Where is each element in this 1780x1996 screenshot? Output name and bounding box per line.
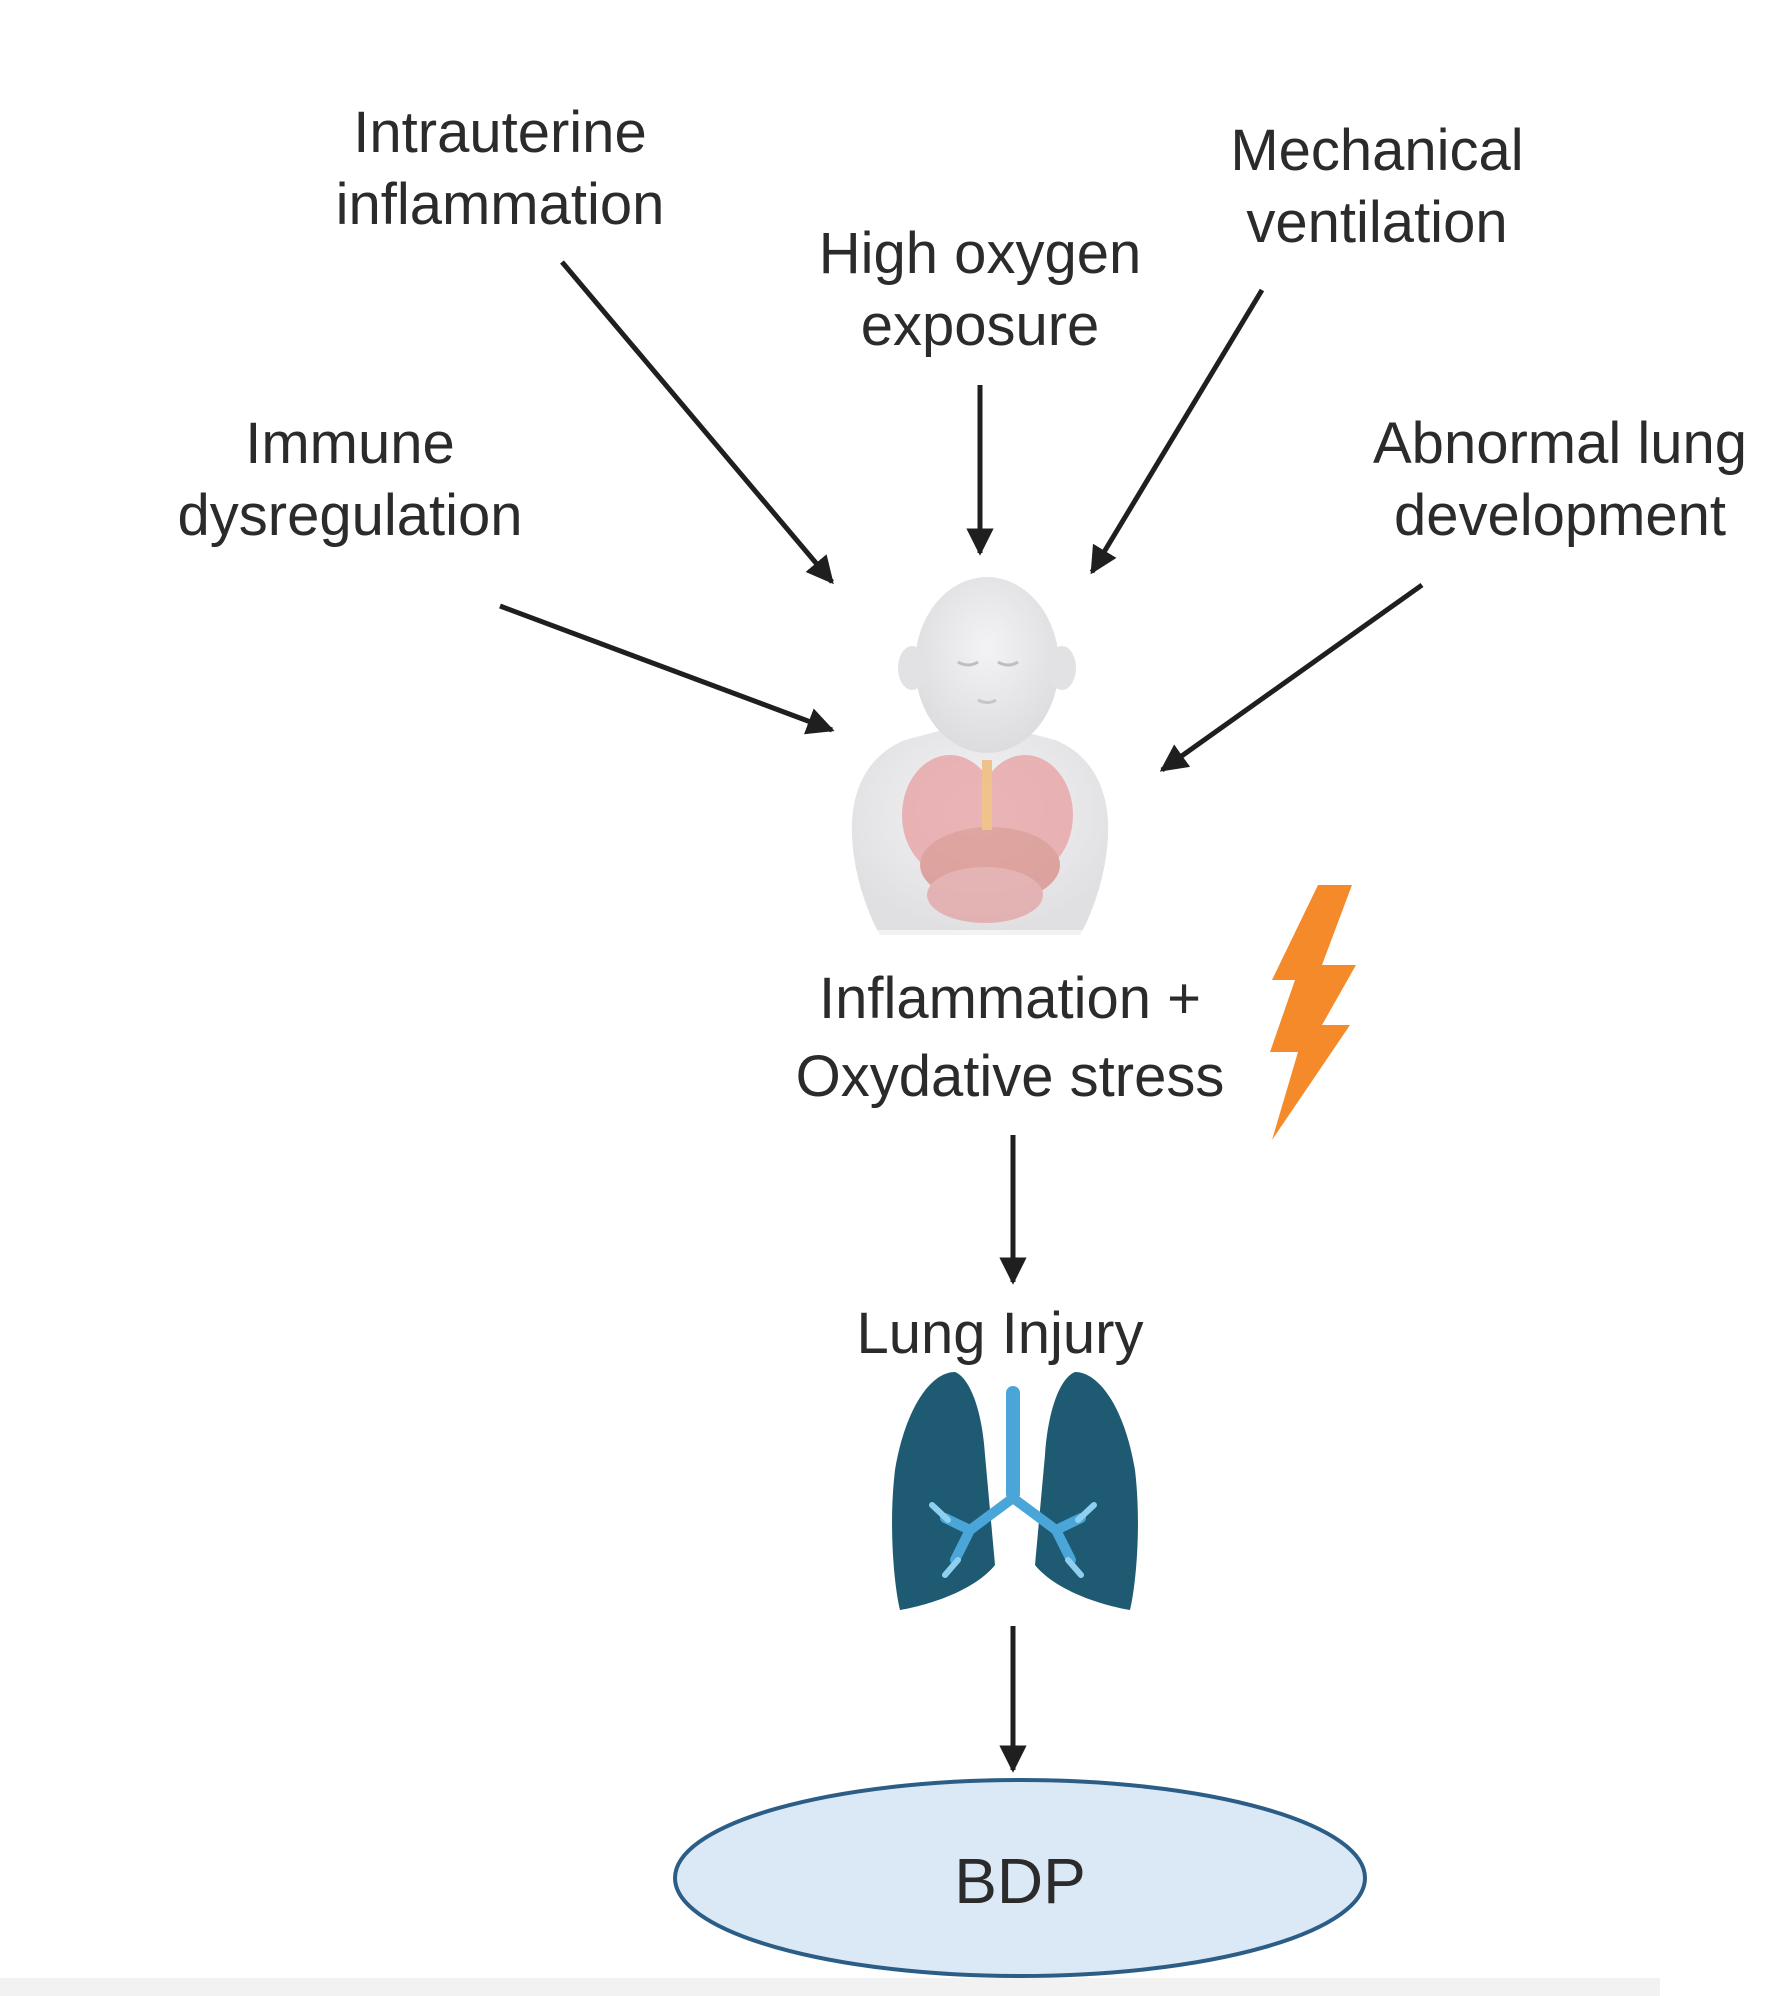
- label-abnormal-lung-line2: development: [1393, 483, 1727, 548]
- label-high-oxygen: High oxygen exposure: [780, 218, 1180, 362]
- arrow-immune: [499, 603, 835, 735]
- infant-icon: [851, 577, 1109, 950]
- lightning-icon: [1270, 885, 1356, 1140]
- label-abnormal-lung-line1: Abnormal lung: [1373, 411, 1747, 476]
- label-mechanical-line1: Mechanical: [1230, 118, 1524, 183]
- label-lung-injury: Lung Injury: [800, 1298, 1200, 1370]
- arrow-intrauterine: [560, 260, 834, 585]
- label-intrauterine: Intrauterine inflammation: [300, 97, 700, 241]
- label-mechanical-line2: ventilation: [1246, 190, 1508, 255]
- label-high-oxygen-line2: exposure: [860, 293, 1100, 358]
- label-abnormal-lung: Abnormal lung development: [1350, 408, 1770, 552]
- bottom-strip: [0, 1978, 1660, 1996]
- label-immune: Immune dysregulation: [150, 408, 550, 552]
- label-bdp: BDP: [870, 1845, 1170, 1917]
- lungs-icon: [892, 1372, 1138, 1610]
- label-lung-injury-text: Lung Injury: [856, 1301, 1144, 1366]
- label-inflammation-line1: Inflammation +: [818, 966, 1201, 1031]
- label-bdp-text: BDP: [954, 1845, 1086, 1917]
- label-mechanical: Mechanical ventilation: [1177, 115, 1577, 259]
- label-immune-line1: Immune: [245, 411, 455, 476]
- label-high-oxygen-line1: High oxygen: [818, 221, 1142, 286]
- label-inflammation-line2: Oxydative stress: [795, 1044, 1225, 1109]
- label-immune-line2: dysregulation: [177, 483, 523, 548]
- bdp-ellipse: [673, 1778, 1367, 1978]
- arrow-mechanical: [1089, 288, 1265, 575]
- label-inflammation: Inflammation + Oxydative stress: [760, 960, 1260, 1116]
- arrow-abnormal-lung: [1159, 582, 1424, 773]
- label-intrauterine-line1: Intrauterine: [353, 100, 647, 165]
- label-intrauterine-line2: inflammation: [335, 172, 665, 237]
- organs-overlay: [902, 755, 1073, 923]
